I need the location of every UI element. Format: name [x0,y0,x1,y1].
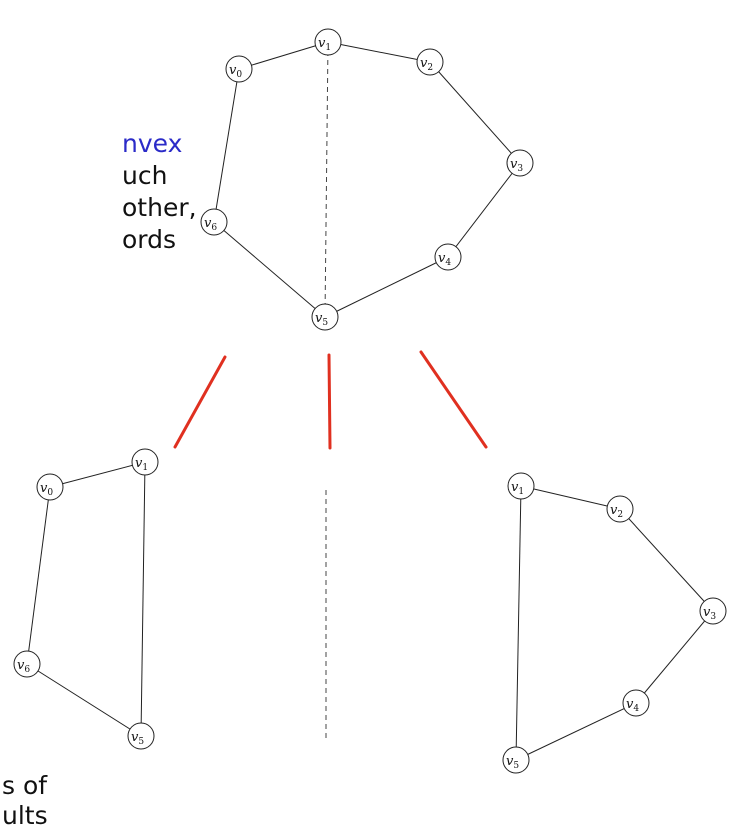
svg-text:v5: v5 [315,311,328,328]
svg-text:v0: v0 [229,63,242,80]
edge-v4-v5 [515,702,637,761]
edge-v5-v1 [515,485,522,761]
top-graph-edges [213,41,521,318]
edge-v3-v4 [447,162,521,258]
split-line-left [173,355,227,449]
right-graph-edges [515,485,714,761]
svg-text:v5: v5 [131,730,144,747]
edge-v3-v4 [635,610,714,704]
top-vertex-v4: v4 [434,243,462,271]
svg-text:v4: v4 [438,251,451,268]
edge-v6-v0 [213,68,240,223]
text-line-1: nvex [122,129,183,158]
top-vertex-v2: v2 [416,48,444,76]
svg-text:v4: v4 [626,697,639,714]
left-vertex-v6: v6 [13,650,41,678]
left-vertex-v1: v1 [131,448,159,476]
edge-v4-v5 [324,256,449,318]
top-vertex-v1: v1 [314,28,342,56]
edge-v1-v2 [327,41,431,63]
edge-v1-v5 [140,461,146,737]
svg-text:v2: v2 [610,503,623,520]
svg-text:v3: v3 [703,605,716,622]
right-vertex-v3: v3 [699,597,727,625]
top-vertex-v5: v5 [311,303,339,331]
top-vertex-v3: v3 [506,149,534,177]
edge-v0-v1 [49,461,146,488]
left-vertex-v0: v0 [36,473,64,501]
svg-text:v0: v0 [40,481,53,498]
top-vertex-v0: v0 [225,55,253,83]
svg-text:v2: v2 [420,56,433,73]
top-vertex-v6: v6 [200,208,228,236]
edge-v0-v1 [238,41,329,70]
edge-v6-v0 [26,486,51,665]
right-vertex-v2: v2 [606,495,634,523]
split-line-middle [327,353,332,450]
svg-text:v3: v3 [510,157,523,174]
svg-text:v1: v1 [511,480,524,497]
edge-v2-v3 [429,61,521,164]
svg-text:v1: v1 [135,456,148,473]
edge-v2-v3 [619,508,714,612]
svg-text:v6: v6 [17,658,30,675]
split-lines [173,350,488,450]
text-line-2: uch [122,161,168,190]
left-vertex-v5: v5 [127,722,155,750]
text-line-3: other, [122,193,197,222]
left-graph-edges [26,461,146,737]
edge-v1-v2 [520,485,621,510]
right-vertex-v4: v4 [622,689,650,717]
right-vertex-v5: v5 [502,746,530,774]
edge-v5-v6 [213,221,326,318]
text-line-4: ords [122,225,177,254]
svg-text:v6: v6 [204,216,217,233]
text-line-5: s of [2,771,48,800]
chord-v1-v5 [324,41,329,318]
svg-text:v1: v1 [318,36,331,53]
svg-text:v5: v5 [506,754,519,771]
right-vertex-v1: v1 [507,472,535,500]
split-line-right [419,350,488,449]
edge-v5-v6 [26,663,142,737]
